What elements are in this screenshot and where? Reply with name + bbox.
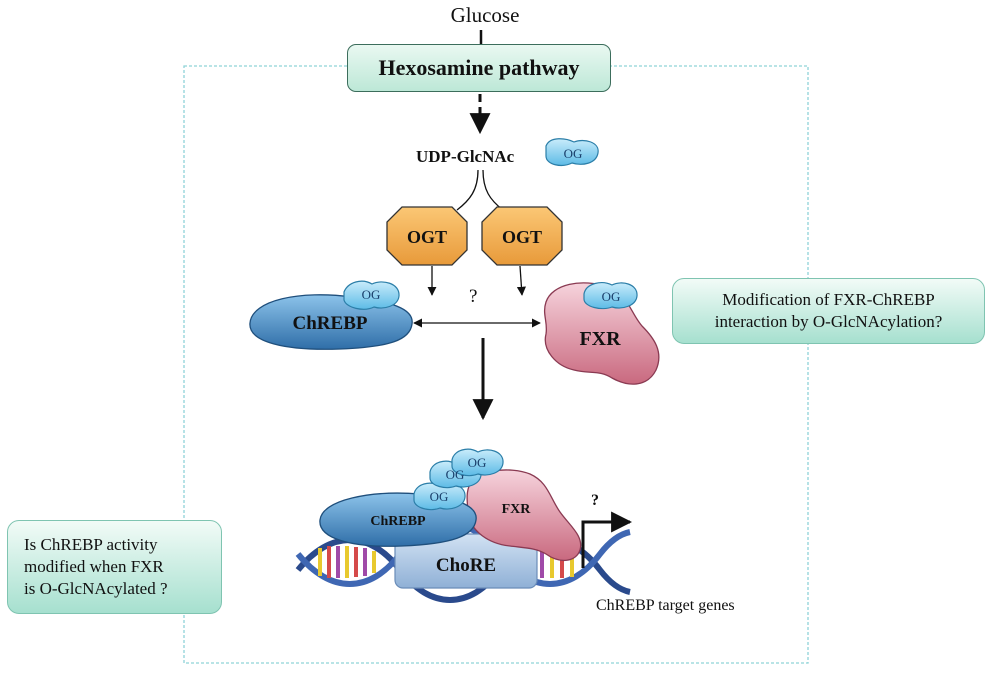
og-blob-fxr (583, 282, 638, 310)
glucose-label: Glucose (450, 3, 520, 27)
og-label-udp: OG (564, 146, 583, 161)
branch-left (456, 169, 479, 211)
chore-label: ChoRE (436, 555, 496, 576)
note-fxr-chrebp: Modification of FXR-ChREBP interaction b… (672, 278, 985, 344)
note-chrebp-activity: Is ChREBP activity modified when FXR is … (7, 520, 222, 614)
ogt-left (386, 206, 468, 266)
target-genes-label: ChREBP target genes (596, 597, 735, 614)
fxr-label: FXR (579, 328, 621, 350)
og-blob-chrebp (343, 280, 400, 310)
og-blob-udp (545, 138, 599, 166)
fxr-bound-label: FXR (502, 502, 532, 517)
note-chrebp-activity-line-2: modified when FXR (24, 557, 164, 576)
ogt-left-label: OGT (407, 227, 447, 247)
note-fxr-chrebp-line-1: Modification of FXR-ChREBP (722, 290, 935, 309)
hexosamine-pathway-box: Hexosamine pathway (347, 44, 611, 92)
note-chrebp-activity-line-3: is O-GlcNAcylated ? (24, 579, 168, 598)
og-label-fxr: OG (602, 289, 621, 304)
udp-glcnac-label: UDP-GlcNAc (416, 147, 515, 166)
transcription-question-mark: ? (591, 492, 599, 509)
og-blob-bound-3 (451, 448, 504, 477)
og-label-chrebp: OG (362, 287, 381, 302)
og-bound-label-2: OG (446, 467, 465, 482)
chrebp-bound-label: ChREBP (370, 514, 426, 529)
transcription-arrow (581, 511, 633, 568)
interaction-question-mark: ? (469, 286, 478, 307)
ogt-right-label: OGT (502, 227, 542, 247)
branch-right (482, 169, 504, 211)
og-bound-label-1: OG (430, 489, 449, 504)
chrebp-label: ChREBP (293, 313, 368, 334)
ogt-right-arrow (516, 265, 526, 296)
ogt-right (481, 206, 563, 266)
og-blob-bound-1 (413, 482, 466, 511)
note-fxr-chrebp-line-2: interaction by O-GlcNAcylation? (714, 312, 943, 331)
note-chrebp-activity-line-1: Is ChREBP activity (24, 535, 158, 554)
og-bound-label-3: OG (468, 455, 487, 470)
